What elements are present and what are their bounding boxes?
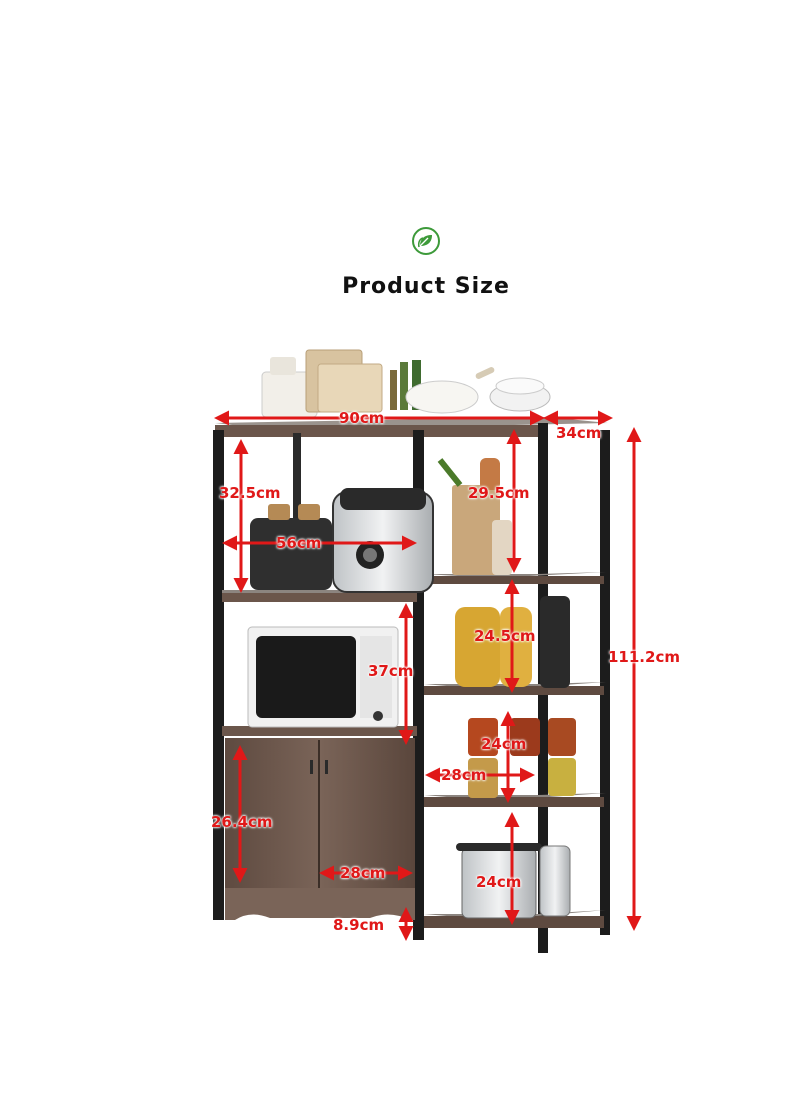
page-title: Product Size xyxy=(342,274,510,299)
dim-cabinet-door-width: 28cm xyxy=(340,864,386,882)
dim-top-left-height: 32.5cm xyxy=(219,484,281,502)
dimension-lines xyxy=(214,410,642,941)
top-shelf-items xyxy=(261,349,551,418)
dim-right-shelf-width: 28cm xyxy=(441,766,487,784)
dim-width-total: 90cm xyxy=(339,409,385,427)
dim-top-right-height: 29.5cm xyxy=(468,484,530,502)
dim-right-shelf-4-height: 24cm xyxy=(476,873,522,891)
right-shelf-3 xyxy=(424,793,606,807)
dim-height-total: 111.2cm xyxy=(608,648,680,666)
right-shelf-1 xyxy=(424,572,606,584)
dim-top-left-width: 56cm xyxy=(276,534,322,552)
cabinet xyxy=(225,738,415,920)
dim-depth: 34cm xyxy=(556,424,602,442)
rice-cooker xyxy=(332,488,434,593)
dim-leg-height: 8.9cm xyxy=(333,916,385,934)
dim-right-shelf-3-height: 24cm xyxy=(481,735,527,753)
dim-cabinet-height: 26.4cm xyxy=(211,813,273,831)
leaf-badge-icon xyxy=(412,227,440,255)
dim-microwave-height: 37cm xyxy=(368,662,414,680)
dim-right-shelf-2-height: 24.5cm xyxy=(474,627,536,645)
microwave xyxy=(247,626,399,728)
